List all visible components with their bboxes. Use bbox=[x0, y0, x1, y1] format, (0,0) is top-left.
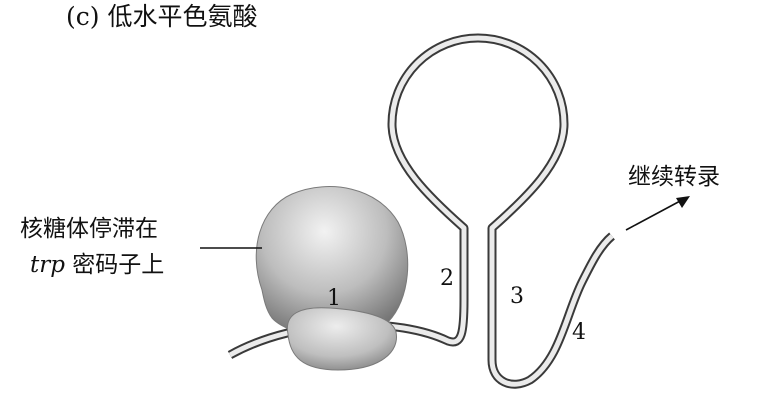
trp-codon-text: trp bbox=[30, 252, 65, 278]
ribosome-label-rest: 密码子上 bbox=[65, 252, 164, 278]
ribosome-label-line2: trp 密码子上 bbox=[30, 254, 164, 277]
region-1-label: 1 bbox=[327, 288, 341, 310]
ribosome-label-line1: 核糖体停滞在 bbox=[20, 218, 158, 241]
region-4-label: 4 bbox=[572, 322, 586, 344]
region-3-label: 3 bbox=[510, 286, 524, 308]
figure-title: (c) 低水平色氨酸 bbox=[66, 4, 257, 29]
continue-arrow bbox=[626, 196, 690, 230]
ribosome-small-subunit bbox=[287, 308, 396, 370]
continue-transcription-label: 继续转录 bbox=[628, 166, 720, 189]
region-2-label: 2 bbox=[440, 268, 454, 290]
